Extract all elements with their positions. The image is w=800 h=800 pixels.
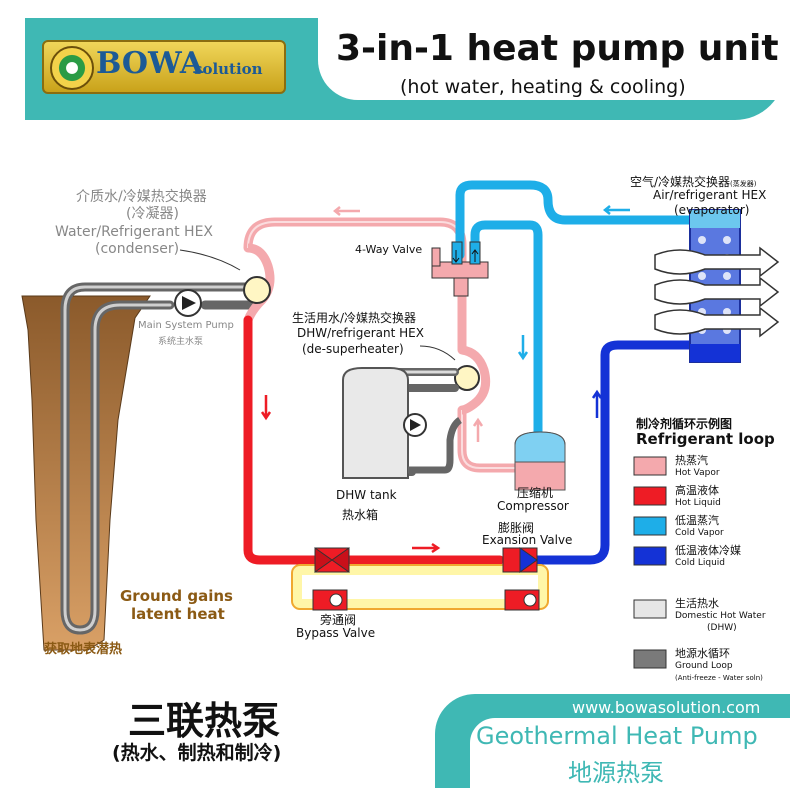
bypass-valve-label-en: Bypass Valve <box>296 626 376 640</box>
logo-emblem-icon <box>50 46 94 90</box>
compressor <box>514 431 566 491</box>
flow-arrows <box>260 205 630 554</box>
page-subtitle: (hot water, heating & cooling) <box>400 76 686 98</box>
four-way-valve <box>431 241 489 297</box>
dhw-hex-label-en2: (de-superheater) <box>302 342 404 356</box>
condenser-label-en2: (condenser) <box>95 241 180 257</box>
legend-swatches <box>633 456 667 669</box>
condenser-label-cn2: (冷凝器) <box>126 206 179 222</box>
bypass-valve-label-cn: 旁通阀 <box>320 613 357 627</box>
logo-subtext: solution <box>194 60 263 78</box>
dhw-tank <box>342 367 409 479</box>
expansion-valve-label-cn: 膨胀阀 <box>498 521 535 535</box>
dhw-hex <box>461 345 491 415</box>
footer-cn-title: 三联热泵 <box>128 699 281 743</box>
condenser-label-cn: 介质水/冷媒热交换器 <box>76 189 207 205</box>
hot-liquid-pipe <box>243 315 505 565</box>
ground-borehole <box>21 295 151 651</box>
dhw-hex-label-en: DHW/refrigerant HEX <box>297 326 424 340</box>
ground-label-cn: 获取地表潜热 <box>44 642 123 657</box>
compressor-label-cn: 压缩机 <box>517 486 554 500</box>
main-pump-label-cn: 系统主水泵 <box>158 337 204 347</box>
dhw-tank-label-en: DHW tank <box>336 488 397 502</box>
bottom-white-panel <box>470 718 790 788</box>
dhw-hex-label-cn: 生活用水/冷媒热交换器 <box>292 311 417 325</box>
legend-title-en: Refrigerant loop <box>636 430 775 448</box>
footer-brand-cn: 地源热泵 <box>568 759 664 787</box>
main-pump-label-en: Main System Pump <box>138 320 234 331</box>
compressor-label-en: Compressor <box>497 499 569 513</box>
title-white-panel <box>318 18 785 100</box>
air-hex-label-cn: 空气/冷媒热交换器(蒸发器) <box>630 175 757 189</box>
ground-label-en1: Ground gains <box>120 587 233 605</box>
bypass-valve-section <box>291 564 549 610</box>
dhw-tank-label-cn: 热水箱 <box>342 508 379 522</box>
air-hex-label-en: Air/refrigerant HEX <box>653 188 767 202</box>
expansion-valve-label-en: Exansion Valve <box>482 533 573 547</box>
footer-brand-en: Geothermal Heat Pump <box>476 722 758 750</box>
four-way-valve-label: 4-Way Valve <box>355 243 423 256</box>
air-hex-label-en2: (evaporator) <box>674 203 750 217</box>
page-title: 3-in-1 heat pump unit <box>336 28 779 69</box>
logo: BOWA solution <box>42 40 286 94</box>
cold-liquid-pipe <box>515 340 705 565</box>
condenser-label-en: Water/Refrigerant HEX <box>55 224 213 240</box>
cold-vapor-pipe <box>455 180 705 445</box>
footer-cn-subtitle: (热水、制热和制冷) <box>112 742 282 764</box>
air-hex-evaporator <box>654 209 780 363</box>
legend-title-cn: 制冷剂循环示例图 <box>636 417 733 431</box>
footer-url[interactable]: www.bowasolution.com <box>572 698 761 717</box>
ground-label-en2: latent heat <box>131 605 225 623</box>
logo-text: BOWA <box>96 46 204 81</box>
